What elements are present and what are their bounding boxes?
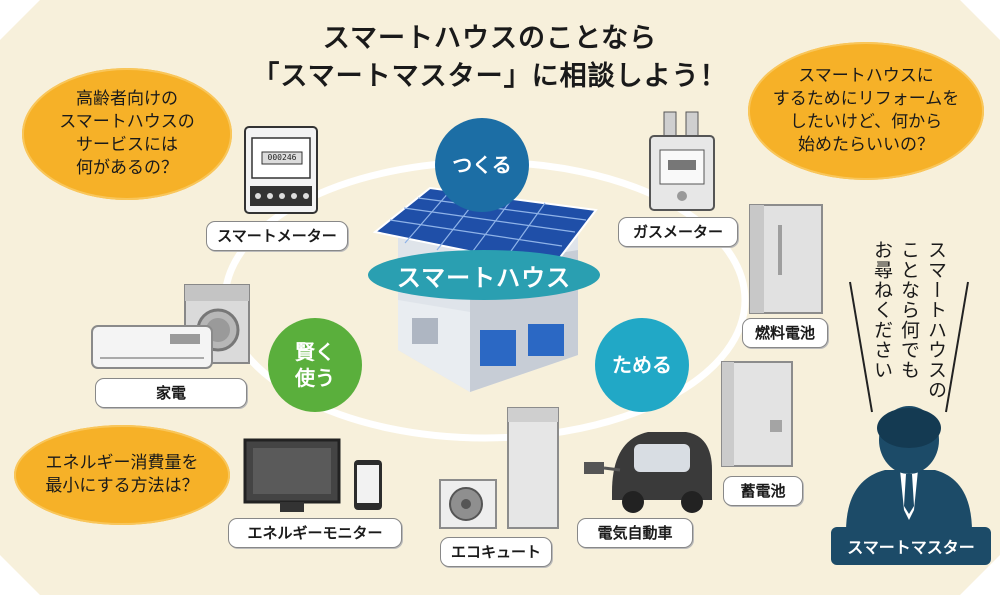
fuel-cell-illustration [749,204,823,314]
circle-smart-use: 賢く 使う [268,318,362,412]
tag-appliances: 家電 [95,378,247,408]
master-speech-bubble [849,281,969,413]
meter-display: 000246 [267,153,297,162]
eco-cute-illustration [439,407,559,529]
bubble-energy-saving: エネルギー消費量を 最小にする方法は？ [14,425,230,525]
tag-storage-battery: 蓄電池 [723,476,803,506]
tag-fuel-cell: 燃料電池 [742,318,828,348]
tag-energy-monitor: エネルギーモニター [228,518,402,548]
headline-line-1: スマートハウスのことなら [322,23,658,54]
tag-smart-meter: スマートメーター [206,221,348,251]
tag-electric-vehicle: 電気自動車 [577,518,693,548]
air-conditioner-illustration [91,325,213,369]
bubble-elderly-services: 高齢者向けの スマートハウスの サービスには 何があるの？ [22,68,232,200]
tag-eco-cute: エコキュート [440,537,552,567]
smart-house-label: スマートハウス [368,250,600,300]
ev-illustration [584,432,712,513]
circle-make: つくる [435,118,529,212]
gas-meter-illustration [649,111,715,211]
phone-illustration [354,460,382,510]
tag-gas-meter: ガスメーター [618,217,738,247]
tv-illustration [243,438,341,512]
smart-meter-illustration [244,126,318,214]
storage-battery-illustration [721,361,793,467]
master-figure [846,406,972,532]
circle-store: ためる [595,318,689,412]
master-label: スマートマスター [831,527,991,565]
headline: スマートハウスのことなら 「スマートマスター」に相談しよう！ [230,20,750,96]
headline-line-2: 「スマートマスター」に相談しよう！ [252,61,728,92]
bubble-reform: スマートハウスに するためにリフォームを したいけど、何から 始めたらいいの？ [748,42,984,180]
master-speech: スマートハウスの ことなら何でも お尋ねください [871,240,947,400]
